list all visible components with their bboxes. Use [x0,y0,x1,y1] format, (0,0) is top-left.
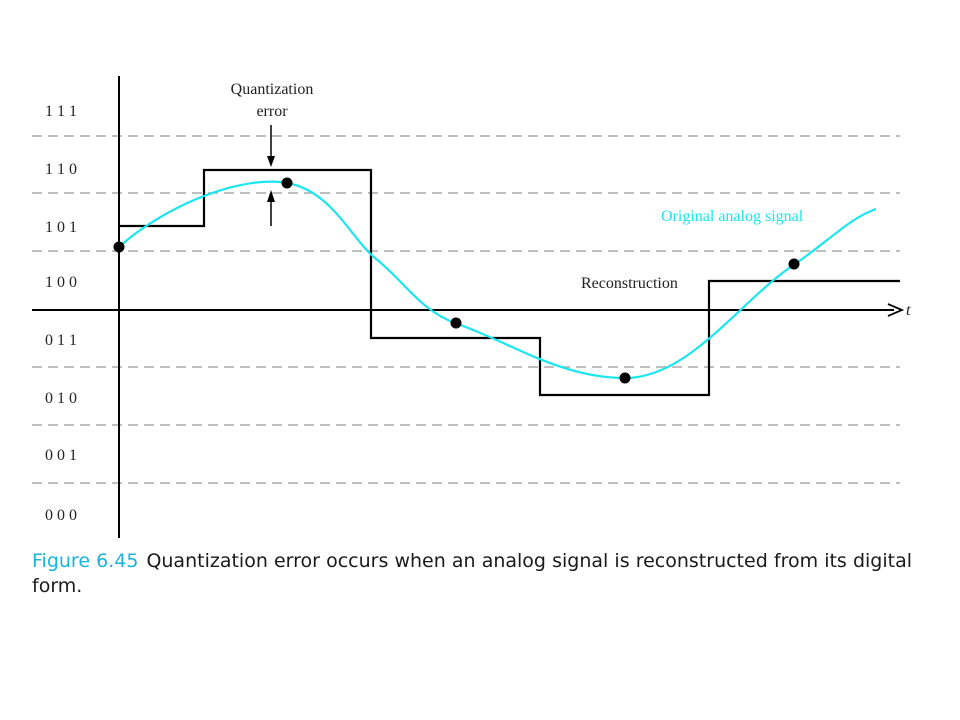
code-label: 0 0 1 [45,447,77,464]
code-label: 1 0 1 [45,219,77,236]
error-arrow-up-head [267,190,275,202]
sample-point [788,258,800,270]
code-label: 0 1 1 [45,332,77,349]
quantization-diagram: 1 1 1 1 1 0 1 0 1 1 0 0 0 1 1 0 1 0 0 0 … [32,76,911,538]
code-label: 0 1 0 [45,390,77,407]
error-arrow-down-head [267,156,275,167]
figure-caption-label: Figure 6.45 [32,550,139,572]
code-labels: 1 1 1 1 1 0 1 0 1 1 0 0 0 1 1 0 1 0 0 0 … [45,103,77,524]
reconstruction-staircase [119,168,900,397]
code-label: 1 0 0 [45,274,77,291]
code-label: 1 1 0 [45,161,77,178]
sample-point [113,241,125,253]
analog-signal-label: Original analog signal [661,208,804,225]
quantization-error-label-line2: error [256,103,288,120]
time-axis-arrowhead [887,303,905,317]
time-axis-label: t [906,302,911,319]
reconstruction-label: Reconstruction [581,275,678,292]
sample-point [619,372,631,384]
quantization-error-label-line1: Quantization [231,81,314,98]
grid-lines [32,135,900,484]
sample-points [113,177,800,384]
figure-caption-text: Quantization error occurs when an analog… [32,550,912,597]
code-label: 0 0 0 [45,507,77,524]
code-label: 1 1 1 [45,103,77,120]
sample-point [281,177,293,189]
sample-point [450,317,462,329]
